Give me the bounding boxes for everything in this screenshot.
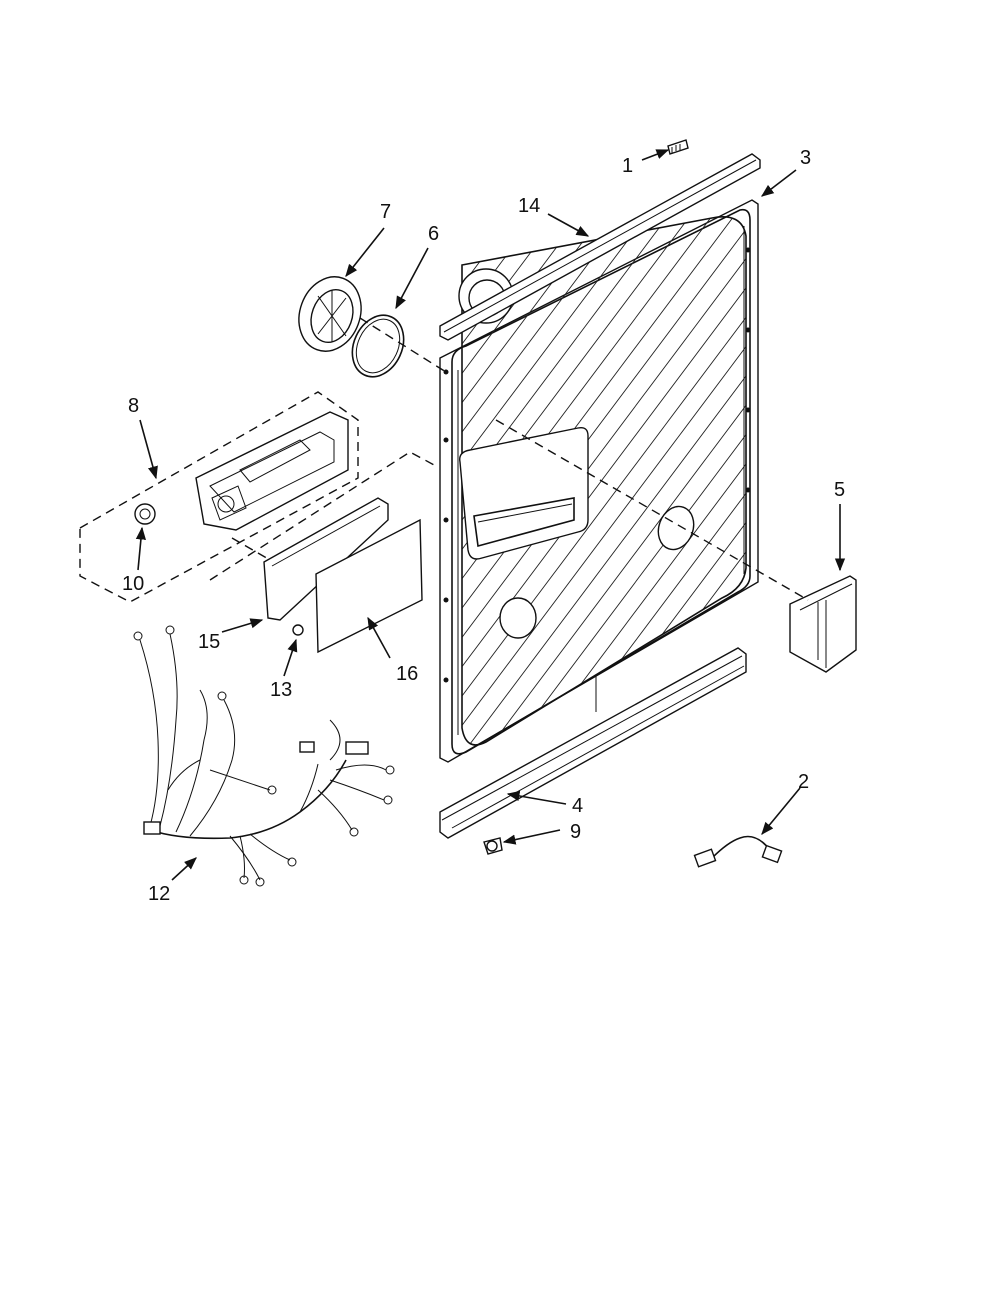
hatch-line [462, 216, 637, 745]
hatch-line [462, 216, 615, 745]
hatch-line [964, 200, 1000, 760]
callout-15: 15 [198, 631, 220, 653]
callout-8: 8 [128, 395, 139, 417]
wiring-harness-12 [133, 625, 395, 887]
hatch-line [766, 200, 1000, 760]
callout-3: 3 [800, 147, 811, 169]
inner-door-panel [439, 199, 1000, 763]
hatch-line [523, 216, 746, 745]
callout-2: 2 [798, 771, 809, 793]
hatch-line [462, 216, 746, 745]
gasket-6 [351, 314, 405, 378]
cover-5 [789, 575, 857, 673]
hatch-line [986, 200, 1000, 760]
hatch-line [462, 216, 746, 745]
fastener-13 [292, 624, 304, 636]
hatch-line [462, 216, 746, 745]
callout-leaders [135, 149, 846, 881]
top-door-channel [439, 153, 761, 341]
wire-2 [693, 835, 783, 868]
callout-4: 4 [572, 795, 583, 817]
callout-1: 1 [622, 155, 633, 177]
callout-labels: 1 3 14 7 6 8 5 10 15 13 16 2 4 9 12 [122, 147, 845, 905]
hatch-line [876, 200, 1000, 760]
control-board-15 [263, 497, 389, 621]
screw-1 [667, 139, 689, 155]
callout-10: 10 [122, 573, 144, 595]
hatch-line [788, 200, 1000, 760]
callout-9: 9 [570, 821, 581, 843]
hatch-line [832, 200, 1000, 760]
callout-13: 13 [270, 679, 292, 701]
callout-12: 12 [148, 883, 170, 905]
vent-7 [298, 276, 362, 352]
hatch-line [743, 216, 746, 745]
hatch-line [942, 200, 1000, 760]
callout-7: 7 [380, 201, 391, 223]
alignment-lines [209, 317, 809, 601]
callout-16: 16 [396, 663, 418, 685]
callout-5: 5 [834, 479, 845, 501]
knob-10 [134, 503, 156, 525]
hatch-line [501, 216, 746, 745]
hatch-line [721, 216, 746, 745]
callout-14: 14 [518, 195, 540, 217]
hatch-line [854, 200, 1000, 760]
screw-9 [483, 837, 503, 855]
hatch-line [462, 216, 746, 745]
callout-6: 6 [428, 223, 439, 245]
hatch-line [898, 200, 1000, 760]
dispenser-assembly-8 [79, 391, 359, 603]
bottom-door-channel [439, 647, 747, 839]
hatch-line [462, 216, 659, 745]
hatch-line [920, 200, 1000, 760]
hatch-line [479, 216, 746, 745]
insulation-16 [315, 518, 423, 654]
